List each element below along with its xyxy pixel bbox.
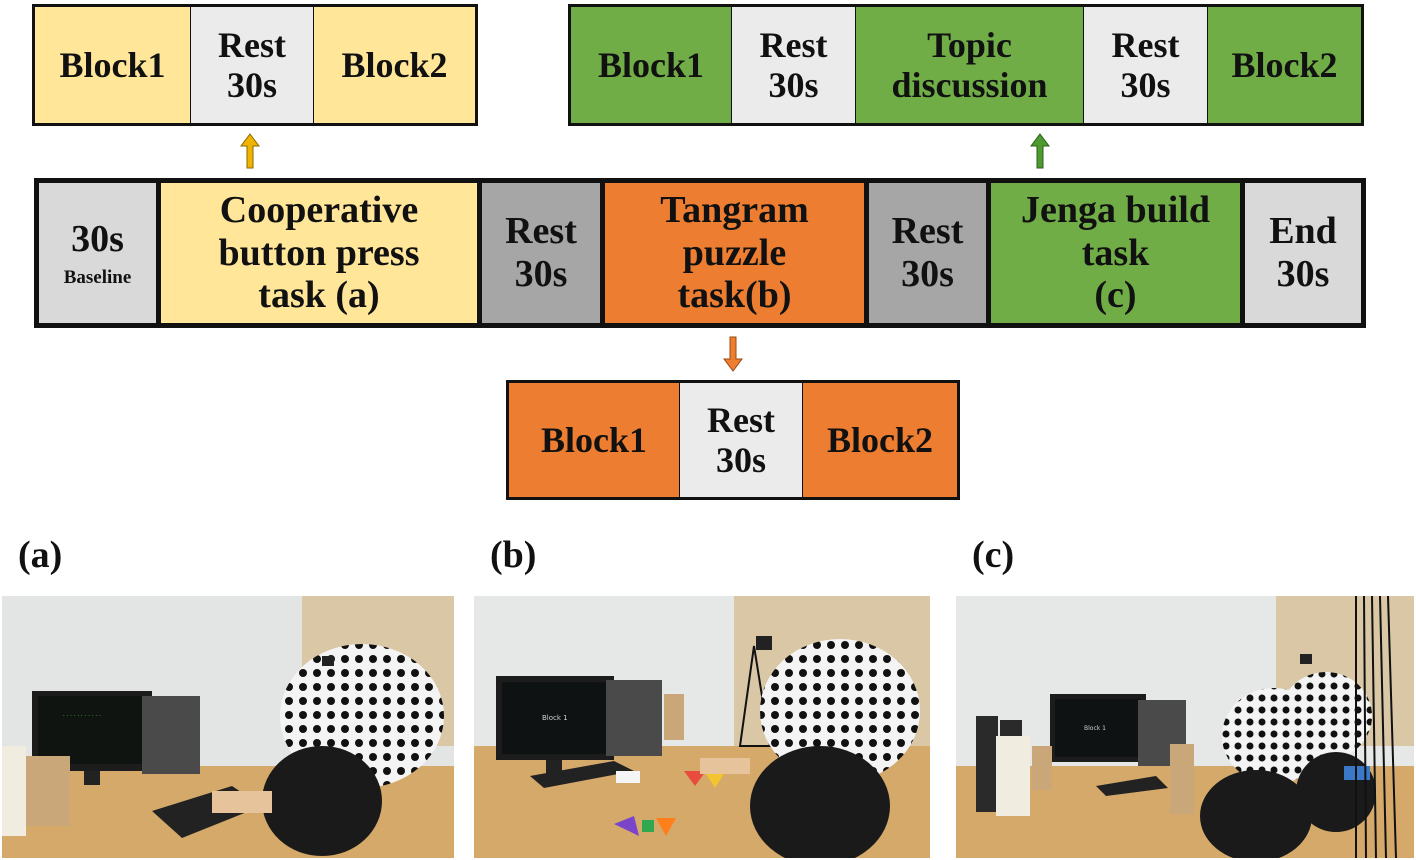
cell-line: 30s [514,253,568,295]
screen-text: Block 1 [1084,725,1106,732]
cell-line: Block1 [597,44,704,85]
jenga-block-sequence: Block1 Rest 30s Topic discussion Rest 30… [568,4,1364,126]
tangram-rest: Rest 30s [679,383,802,497]
svg-text:...........: ........... [62,711,102,718]
cell-line: Rest [1111,24,1180,65]
cell-line: Tangram [660,189,809,232]
cell-line: 30s [71,218,124,261]
cell-line: Jenga build [1020,189,1211,232]
photo-c-illustration: Block 1 [956,596,1414,858]
cell-line: 30s [226,65,277,105]
photo-b-illustration: Block 1 [474,596,930,858]
cell-line: Block2 [826,419,933,460]
panel-label-a: (a) [18,534,63,576]
jenga-block2: Block2 [1207,7,1361,123]
cell-line: puzzle [682,231,787,274]
cooperative-block1: Block1 [35,7,190,123]
photo-panel-c: Block 1 [956,596,1414,858]
cell-line: Rest [891,210,964,253]
cell-line: Block1 [540,419,647,460]
jenga-rest-2: Rest 30s [1083,7,1207,123]
tangram-task-cell: Tangram puzzle task(b) [605,183,864,323]
tangram-block2: Block2 [802,383,957,497]
cell-line: 30s [715,440,766,480]
baseline-sub-label: Baseline [63,266,132,288]
cell-line: (c) [1094,274,1137,317]
jenga-rest-1: Rest 30s [731,7,855,123]
tangram-block-sequence: Block1 Rest 30s Block2 [506,380,960,500]
cell-line: 30s [768,65,819,105]
cooperative-block-sequence: Block1 Rest 30s Block2 [32,4,478,126]
down-arrow-orange-icon [723,336,743,372]
cell-line: Rest [759,24,828,65]
rest-cell-2: Rest 30s [869,183,986,323]
cell-line: task (a) [258,274,380,317]
jenga-task-cell: Jenga build task (c) [991,183,1240,323]
jenga-block1: Block1 [571,7,731,123]
cell-line: Rest [505,210,577,253]
up-arrow-yellow-icon [240,133,260,169]
cell-line: task(b) [677,274,792,317]
screen-text: Block 1 [542,714,568,722]
rest-cell-1: Rest 30s [482,183,600,323]
panel-label-b: (b) [490,534,537,576]
panel-label-c: (c) [972,534,1015,576]
cell-line: 30s [1120,65,1171,105]
cell-line: Rest [218,24,286,65]
jenga-topic-discussion: Topic discussion [855,7,1083,123]
cooperative-task-cell: Cooperative button press task (a) [161,183,477,323]
cooperative-block2: Block2 [313,7,475,123]
cell-line: Block2 [1231,44,1338,85]
cell-line: 30s [1276,253,1330,295]
cell-line: task [1081,231,1150,274]
photo-a-illustration: ........... [2,596,454,858]
photo-panel-a: ........... [2,596,454,858]
cell-line: Block2 [341,44,448,85]
cell-line: End [1269,210,1337,253]
cell-line: discussion [891,65,1048,105]
up-arrow-green-icon [1030,133,1050,169]
cell-line: Topic [927,24,1012,65]
cell-line: 30s [901,253,954,295]
tangram-block1: Block1 [509,383,679,497]
cell-line: Cooperative [219,189,419,232]
cell-line: Rest [707,399,775,440]
cell-line: Block1 [59,44,166,85]
main-timeline: 30s Baseline Cooperative button press ta… [34,178,1366,328]
baseline-cell: 30s Baseline [39,183,156,323]
cell-line: button press [218,231,420,274]
end-cell: End 30s [1245,183,1361,323]
cooperative-rest: Rest 30s [190,7,313,123]
photo-panel-b: Block 1 [474,596,930,858]
